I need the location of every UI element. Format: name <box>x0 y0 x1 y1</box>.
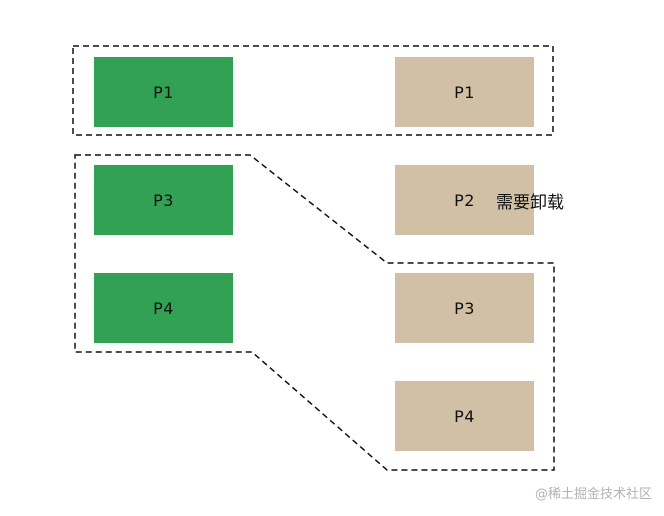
left-page-p1-label: P1 <box>153 82 174 102</box>
right-page-p1: P1 <box>395 57 534 127</box>
left-page-p3-label: P3 <box>153 190 174 210</box>
right-page-p2-label: P2 <box>454 190 475 210</box>
right-page-p3-label: P3 <box>454 298 475 318</box>
right-page-p2: P2 <box>395 165 534 235</box>
lower-group-outline <box>74 154 555 471</box>
right-page-p3: P3 <box>395 273 534 343</box>
left-page-p4-label: P4 <box>153 298 174 318</box>
watermark: @稀土掘金技术社区 <box>534 487 652 502</box>
right-page-p4: P4 <box>395 381 534 451</box>
left-page-p1: P1 <box>94 57 233 127</box>
right-page-p1-label: P1 <box>454 82 475 102</box>
unload-annotation: 需要卸载 <box>496 193 564 213</box>
right-page-p4-label: P4 <box>454 406 475 426</box>
left-page-p4: P4 <box>94 273 233 343</box>
left-page-p3: P3 <box>94 165 233 235</box>
top-group-outline <box>72 45 554 136</box>
